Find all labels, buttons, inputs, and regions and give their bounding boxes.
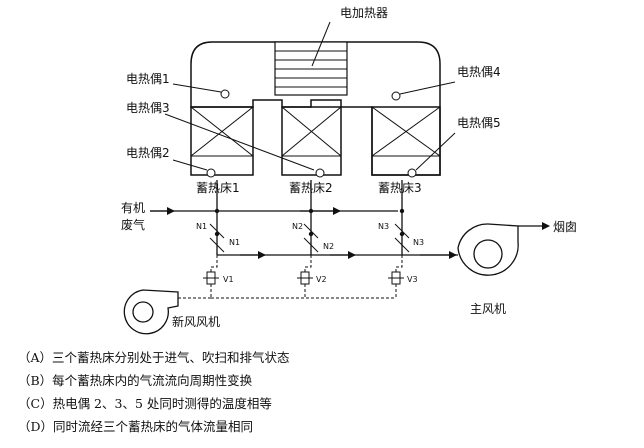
bed-1 xyxy=(190,106,254,176)
thermocouple-3 xyxy=(315,168,325,178)
tc2-label: 电热偶2 xyxy=(126,146,170,160)
tc1-label: 电热偶1 xyxy=(126,72,170,86)
option-b: （B）每个蓄热床内的气流流向周期性变换 xyxy=(18,373,253,388)
chimney-label: 烟囱 xyxy=(553,220,577,234)
valve-n1-lower: N1 xyxy=(229,238,240,247)
damper-v3 xyxy=(388,271,404,285)
heater-label: 电加热器 xyxy=(340,6,388,20)
damper-v2 xyxy=(297,271,313,285)
rto-diagram: 电加热器 蓄热床1 蓄热床2 蓄热床3 电热偶1 电热偶3 电热偶2 电热偶4 … xyxy=(121,6,577,335)
organic-gas-label-1: 有机 xyxy=(121,201,145,215)
thermocouple-5 xyxy=(407,168,417,178)
damper-v3-label: V3 xyxy=(407,275,418,284)
bed-2 xyxy=(281,106,342,176)
organic-gas-label-2: 废气 xyxy=(121,217,145,232)
thermocouple-1 xyxy=(220,89,230,99)
fresh-air-fan xyxy=(123,289,179,335)
fresh-fan-label: 新风风机 xyxy=(172,314,220,329)
option-a: （A）三个蓄热床分别处于进气、吹扫和排气状态 xyxy=(18,350,290,365)
combustion-chamber xyxy=(190,41,441,176)
valve-n1-upper: N1 xyxy=(196,222,207,231)
tc5-label: 电热偶5 xyxy=(457,116,501,130)
damper-v2-label: V2 xyxy=(316,275,327,284)
electric-heater xyxy=(274,41,348,96)
valve-n2-lower: N2 xyxy=(323,242,334,251)
answer-options: （A）三个蓄热床分别处于进气、吹扫和排气状态 （B）每个蓄热床内的气流流向周期性… xyxy=(18,346,290,438)
valve-n3-upper: N3 xyxy=(378,222,389,231)
tc3-label: 电热偶3 xyxy=(126,101,170,115)
valve-n3-lower: N3 xyxy=(413,238,424,247)
option-d: （D）同时流经三个蓄热床的气体流量相同 xyxy=(18,419,254,434)
thermocouple-4 xyxy=(391,91,401,101)
main-fan xyxy=(457,223,519,276)
damper-v1 xyxy=(203,271,219,285)
valve-n2-upper: N2 xyxy=(292,222,303,231)
bed-3-label: 蓄热床3 xyxy=(378,181,422,195)
damper-v1-label: V1 xyxy=(223,275,234,284)
main-fan-label: 主风机 xyxy=(470,302,506,316)
bed-3 xyxy=(371,106,441,176)
bed-1-label: 蓄热床1 xyxy=(196,181,240,195)
option-c: （C）热电偶 2、3、5 处同时测得的温度相等 xyxy=(18,396,272,411)
thermocouple-2 xyxy=(206,168,216,178)
tc4-label: 电热偶4 xyxy=(457,65,501,79)
